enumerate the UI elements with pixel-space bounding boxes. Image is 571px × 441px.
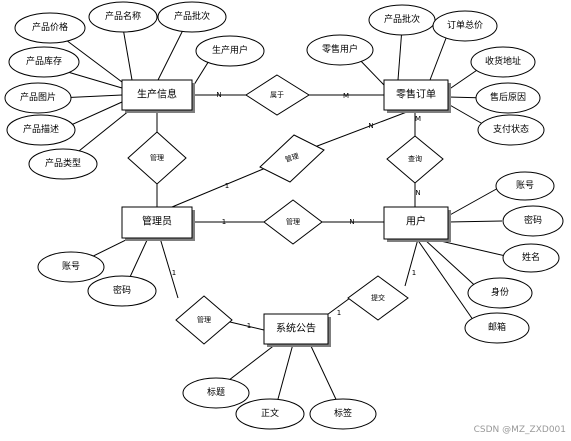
svg-text:管理: 管理 [286,217,300,226]
svg-text:售后原因: 售后原因 [490,91,526,103]
attr-product-type: 产品类型 [28,148,98,180]
svg-text:管理: 管理 [284,151,300,164]
svg-text:零售用户: 零售用户 [322,43,358,55]
attr-manager-password: 密码 [87,275,157,307]
svg-text:产品价格: 产品价格 [32,21,68,33]
attr-pay-status: 支付状态 [477,114,545,146]
rel-belongs-to: 属于 [245,74,310,116]
attr-notice-title: 标题 [182,377,250,409]
attr-user-password: 密码 [502,205,564,237]
svg-text:生产用户: 生产用户 [212,44,248,56]
rel-manage-production: 管理 [127,131,187,185]
rel-submit: 提交 [347,275,409,321]
svg-text:管理: 管理 [150,153,164,162]
svg-text:产品批次: 产品批次 [174,10,210,22]
attr-user-name: 姓名 [502,243,560,273]
card-order-manager-rel: N [368,122,373,130]
svg-text:提交: 提交 [371,293,385,302]
attr-product-desc: 产品描述 [6,114,76,146]
attr-product-batch: 产品批次 [157,1,227,33]
svg-text:产品描述: 产品描述 [23,123,59,135]
attr-manager-account: 账号 [37,251,105,283]
rel-manage-order: 管理 [259,134,325,183]
svg-text:账号: 账号 [516,180,534,191]
attr-product-name: 产品名称 [88,1,158,33]
svg-text:产品批次: 产品批次 [384,13,420,25]
card-notice-manager-rel: 1 [247,322,251,330]
card-manager-order-rel: 1 [225,182,229,190]
attr-ship-address: 收货地址 [470,46,536,78]
svg-text:标题: 标题 [207,386,225,398]
card-order-query: M [415,115,421,123]
card-manager-user-rel: 1 [222,218,226,226]
entity-retail-order-label: 零售订单 [396,88,436,101]
svg-text:产品名称: 产品名称 [105,10,141,22]
entity-production: 生产信息 [121,79,195,113]
attr-product-image: 产品图片 [4,82,72,114]
svg-text:姓名: 姓名 [522,251,540,263]
entity-user: 用户 [383,206,451,242]
card-submit-user: 1 [412,269,416,277]
entity-production-label: 生产信息 [137,88,177,101]
attr-order-total: 订单总价 [432,10,498,42]
svg-text:邮箱: 邮箱 [488,321,506,333]
svg-text:管理: 管理 [197,315,211,324]
svg-text:标签: 标签 [334,407,352,419]
svg-text:密码: 密码 [524,214,542,226]
attr-producer-user: 生产用户 [195,35,265,67]
svg-text:身份: 身份 [491,286,509,298]
svg-text:查询: 查询 [408,154,422,163]
card-query-user: N [415,189,420,197]
card-production-belongs: N [216,91,221,99]
entity-user-label: 用户 [406,215,426,228]
entity-retail-order: 零售订单 [383,79,451,113]
svg-text:产品库存: 产品库存 [26,55,62,67]
watermark-text: CSDN @MZ_ZXD001 [474,425,566,435]
attr-user-identity: 身份 [467,277,533,309]
entity-notice-label: 系统公告 [276,322,316,335]
svg-text:密码: 密码 [113,284,131,296]
svg-text:属于: 属于 [270,91,284,99]
attr-user-account: 账号 [495,171,555,201]
card-belongs-order: M [343,92,349,100]
svg-text:订单总价: 订单总价 [447,19,483,31]
attr-user-email: 邮箱 [464,312,530,344]
svg-text:支付状态: 支付状态 [493,123,529,135]
card-manager-notice-rel: 1 [172,269,176,277]
entity-notice: 系统公告 [263,313,331,347]
attr-product-price: 产品价格 [14,12,86,44]
attr-order-batch: 产品批次 [368,4,436,36]
svg-text:产品图片: 产品图片 [20,91,56,103]
attr-retail-user: 零售用户 [306,34,374,66]
svg-text:账号: 账号 [62,261,80,272]
attr-aftersale-reason: 售后原因 [475,82,541,114]
attr-notice-body: 正文 [235,398,305,430]
svg-text:产品类型: 产品类型 [45,157,81,169]
card-notice-submit: 1 [337,309,341,317]
rel-manage-notice: 管理 [175,295,233,345]
attr-notice-tag: 标签 [309,398,377,430]
attr-product-stock: 产品库存 [8,46,80,78]
rel-manage-user: 管理 [263,199,323,245]
rel-query: 查询 [386,135,444,184]
svg-text:收货地址: 收货地址 [485,55,521,67]
svg-text:正文: 正文 [261,407,279,419]
entity-manager-label: 管理员 [142,215,172,228]
card-user-manager-rel: N [349,218,354,226]
entity-manager: 管理员 [121,206,195,241]
